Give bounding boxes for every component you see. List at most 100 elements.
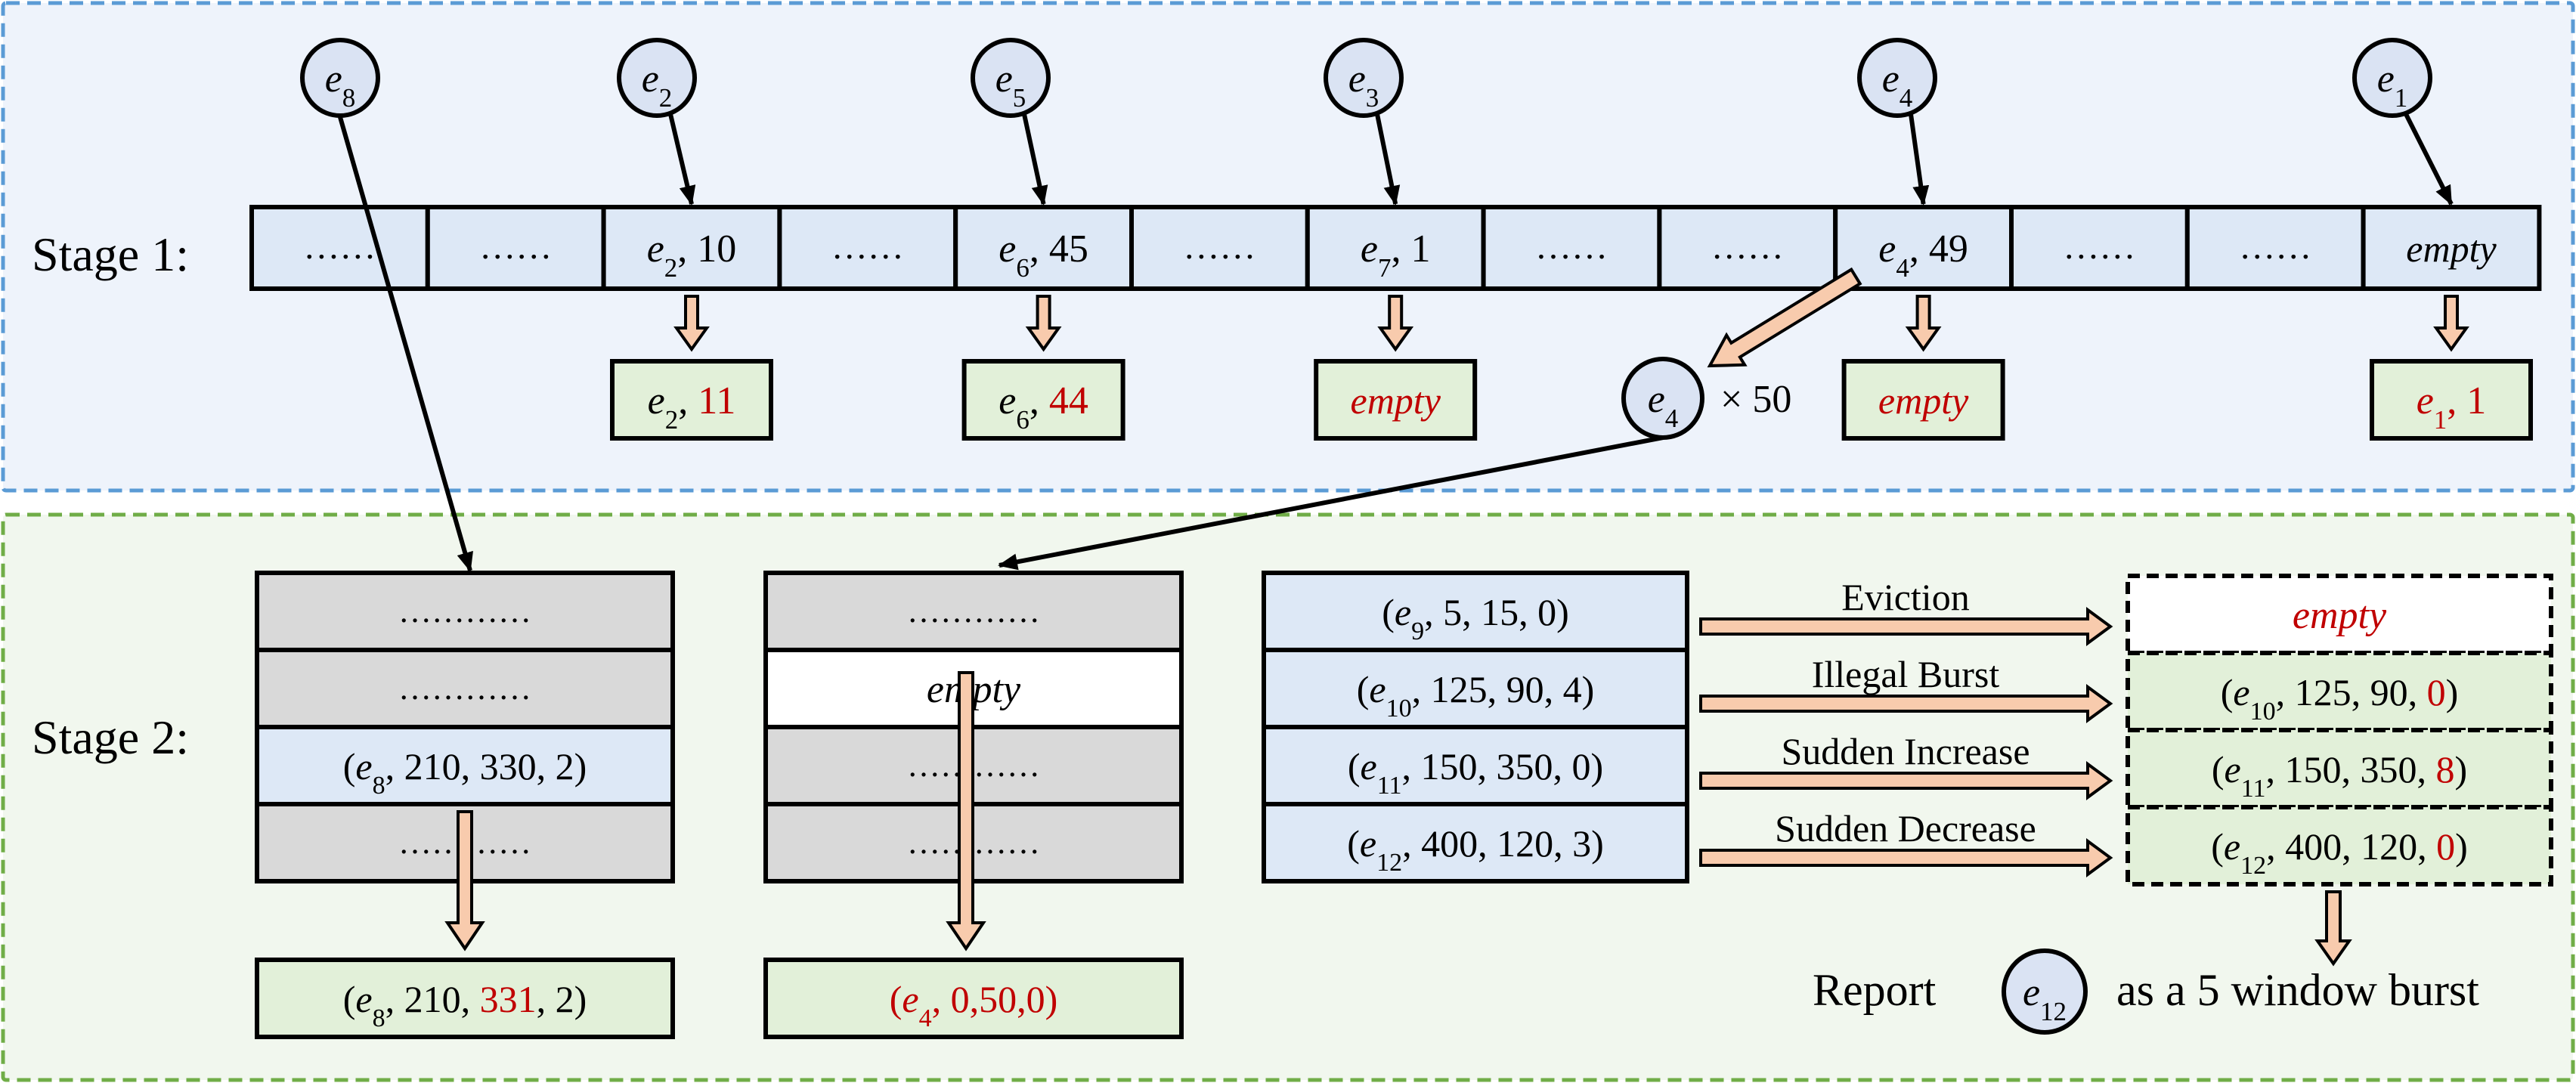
report-node-e12: e12 (2002, 948, 2088, 1035)
result-tuple: (e4, 0,50,0) (890, 978, 1058, 1032)
node-label: e4 (1882, 57, 1913, 113)
row-tuple: (e12, 400, 120, 0) (2211, 825, 2468, 880)
cell-dots: …… (831, 227, 904, 267)
stage1-result-box: e2, 11 (610, 359, 773, 441)
evicted-node-e4: e4 (1621, 357, 1704, 440)
node-label: e2 (642, 57, 673, 113)
stage1-bucket-cell: …… (1657, 205, 1838, 291)
node-circle (1857, 38, 1937, 118)
report-down-arrow (2314, 890, 2352, 967)
result-box (1314, 359, 1478, 441)
after-row: empty (2126, 574, 2553, 655)
top-node-e8: e8 (300, 38, 380, 118)
cell-box (777, 205, 958, 291)
top-node-e2: e2 (617, 38, 697, 118)
cell-box (1657, 205, 1838, 291)
result-box (961, 359, 1125, 441)
pointer-arrow-to-bucket (1375, 113, 1401, 206)
stage1-result-box: e6, 44 (961, 359, 1125, 441)
stage1-bucket-cell: …… (2184, 205, 2366, 291)
cell-dots: …… (479, 227, 552, 267)
pointer-arrow-to-bucket (1022, 113, 1048, 206)
stage1-down-arrow (1025, 295, 1062, 352)
row-box (2126, 805, 2553, 887)
cell-pair: e6, 45 (999, 227, 1088, 283)
stage1-bucket-cell: …… (1481, 205, 1662, 291)
row-box (1262, 802, 1689, 883)
pointer-arrow-to-bucket (668, 113, 696, 206)
node-circle (2352, 38, 2432, 118)
stage1-bucket-cell: …… (777, 205, 958, 291)
stage1-bucket-cell: e7, 1 (1305, 205, 1486, 291)
row-box (2126, 574, 2553, 655)
transition-arrow (1699, 761, 2113, 800)
transition-arrow (1699, 838, 2113, 877)
row-tuple: (e12, 400, 120, 3) (1347, 822, 1604, 877)
result-box (2370, 359, 2533, 441)
bucket-a-row: ………… (255, 648, 675, 729)
pointer-arrow-to-bucket (1909, 113, 1930, 206)
cell-dots: …… (1183, 227, 1255, 267)
result-empty: empty (1351, 379, 1441, 422)
row-tuple: (e10, 125, 90, 0) (2221, 671, 2459, 726)
row-tuple: (e10, 125, 90, 4) (1357, 668, 1595, 723)
before-row: (e10, 125, 90, 4) (1262, 648, 1689, 729)
transition-arrow (1699, 684, 2113, 723)
pointer-evicted-to-stage2 (998, 435, 1664, 571)
stage1-down-arrow (1377, 295, 1414, 352)
cell-box (2361, 205, 2542, 291)
after-row: (e12, 400, 120, 0) (2126, 805, 2553, 887)
node-circle (971, 38, 1051, 118)
row-empty: empty (2293, 594, 2387, 637)
result-box (1841, 359, 2005, 441)
transition-label: Sudden Increase (1781, 730, 2030, 772)
result-box (763, 958, 1184, 1039)
stage1-result-box: empty (1841, 359, 2005, 441)
transition-label: Sudden Decrease (1775, 807, 2036, 849)
cell-box (1833, 205, 2014, 291)
after-row: (e11, 150, 350, 8) (2126, 728, 2553, 809)
row-tuple: (e9, 5, 15, 0) (1382, 591, 1569, 645)
stage1-layer: …………e2, 10……e6, 45……e7, 1…………e4, 49…………e… (249, 38, 2542, 572)
evicted-multiplier: × 50 (1720, 378, 1791, 421)
node-label: e3 (1348, 57, 1379, 113)
long-pointer-e8 (338, 116, 473, 572)
node-label: e5 (995, 57, 1026, 113)
node-circle (2002, 948, 2088, 1035)
result-pair: e6, 44 (999, 379, 1088, 435)
row-box (763, 571, 1184, 652)
result-box (610, 359, 773, 441)
before-row: (e12, 400, 120, 3) (1262, 802, 1689, 883)
stage1-bucket-cell: …… (425, 205, 606, 291)
stage1-label: Stage 1: (32, 227, 189, 281)
node-circle (300, 38, 380, 118)
node-label: e12 (2023, 971, 2067, 1026)
pointer-arrow-to-bucket (2404, 113, 2454, 206)
result-pair: e1, 1 (2417, 379, 2487, 435)
stage1-result-box: e1, 1 (2370, 359, 2533, 441)
row-box (255, 571, 675, 652)
stage1-bucket-cell: e6, 45 (953, 205, 1134, 291)
report-suffix: as a 5 window burst (2116, 965, 2479, 1015)
transition-label: Illegal Burst (1812, 653, 2000, 695)
stage1-result-box: empty (1314, 359, 1478, 441)
stage1-down-arrow (2433, 295, 2469, 352)
row-tuple: (e8, 210, 330, 2) (343, 745, 587, 800)
top-node-e1: e1 (2352, 38, 2432, 118)
cell-dots: …… (2239, 227, 2311, 267)
top-node-e5: e5 (971, 38, 1051, 118)
result-tuple: (e8, 210, 331, 2) (343, 978, 587, 1032)
row-box (2126, 651, 2553, 732)
cell-pair: e2, 10 (647, 227, 737, 283)
cell-box (425, 205, 606, 291)
cell-pair: e7, 1 (1361, 227, 1431, 283)
node-label: e1 (2377, 57, 2408, 113)
row-tuple: (e11, 150, 350, 0) (1348, 745, 1603, 800)
after-row: (e10, 125, 90, 0) (2126, 651, 2553, 732)
stage2-label: Stage 2: (32, 710, 189, 764)
cell-box (953, 205, 1134, 291)
result-pair: e2, 11 (648, 379, 736, 435)
bucket-b-result: (e4, 0,50,0) (763, 958, 1184, 1039)
bucket-a-row: ………… (255, 571, 675, 652)
